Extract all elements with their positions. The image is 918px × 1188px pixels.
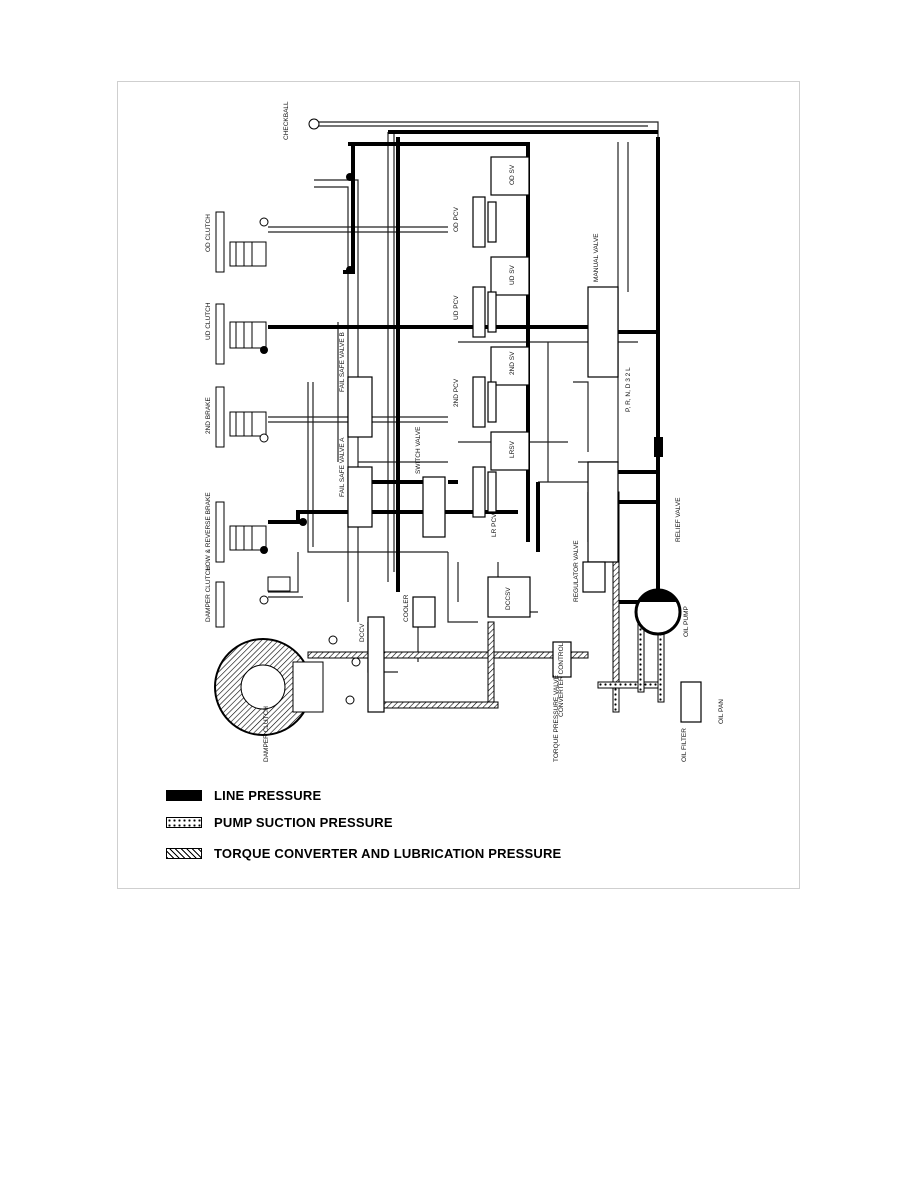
hydraulic-circuit-diagram: CHECKBALL OD CLUTCH UD CLUTCH 2ND BRAKE …: [205, 101, 725, 762]
label-oil-pump: OIL PUMP: [683, 606, 690, 637]
solid-swatch-icon: [166, 789, 202, 801]
lower-valves: [367, 596, 702, 723]
hatched-swatch-icon: [166, 847, 202, 859]
label-manual-valve: MANUAL VALVE: [593, 233, 600, 282]
label-fail-safe-valve-b: FAIL SAFE VALVE B: [339, 332, 346, 392]
label-od-clutch: OD CLUTCH: [205, 214, 212, 252]
legend-torque-converter: TORQUE CONVERTER AND LUBRICATION PRESSUR…: [166, 845, 562, 861]
gauge-1: [328, 635, 338, 645]
dotted-swatch-icon: [166, 816, 202, 828]
label-oil-filter: OIL FILTER: [681, 728, 688, 762]
label-lr-pcv: LR PCV: [491, 513, 498, 537]
label-second-pcv: 2ND PCV: [453, 378, 460, 407]
label-od-sv: OD SV: [509, 164, 516, 185]
od-clutch: [215, 211, 269, 273]
low-reverse-brake: [215, 501, 268, 563]
label-oil-pan: OIL PAN: [718, 699, 725, 724]
valve-bodies: [347, 196, 619, 593]
label-second-sv: 2ND SV: [509, 351, 516, 375]
label-torque-pressure-valve: TORQUE PRESSURE VALVE: [553, 674, 560, 762]
label-dccv: DCCV: [359, 623, 366, 642]
label-lr-sv: LRSV: [509, 440, 516, 458]
torque-converter: [214, 638, 324, 736]
label-gear-range: P, R, N, D 3 2 L: [625, 367, 632, 412]
legend-label: LINE PRESSURE: [214, 787, 322, 803]
label-second-brake: 2ND BRAKE: [205, 396, 212, 434]
label-relief-valve: RELIEF VALVE: [675, 497, 682, 542]
label-ud-clutch: UD CLUTCH: [205, 302, 212, 340]
legend-pump-suction: PUMP SUCTION PRESSURE: [166, 814, 393, 830]
label-damper-clutch-top: DAMPER CLUTCH: [205, 566, 212, 622]
diagram-frame: [117, 81, 800, 889]
gauge-2: [351, 657, 361, 667]
label-cooler: COOLER: [403, 594, 410, 622]
solenoid-valves: [487, 156, 531, 618]
label-dccsv: DCCSV: [505, 587, 512, 610]
damper-clutch-actuator: [215, 576, 291, 628]
label-fail-safe-valve-a: FAIL SAFE VALVE A: [339, 437, 346, 497]
line-pressure-fitting: [654, 437, 663, 457]
ud-clutch: [215, 303, 268, 365]
label-converter-control: CONVERTER CONTROL: [558, 642, 565, 717]
label-ud-pcv: UD PCV: [453, 295, 460, 320]
label-ud-sv: UD SV: [509, 264, 516, 285]
label-low-reverse-brake: LOW & REVERSE BRAKE: [205, 492, 212, 570]
label-checkball: CHECKBALL: [283, 101, 290, 140]
label-damper-clutch-bottom: DAMPER CLUTCH: [263, 706, 270, 762]
gauge-3: [345, 695, 355, 705]
legend-label: TORQUE CONVERTER AND LUBRICATION PRESSUR…: [214, 845, 562, 861]
component-labels: CHECKBALL OD CLUTCH UD CLUTCH 2ND BRAKE …: [205, 101, 725, 762]
checkball: [299, 118, 354, 526]
label-switch-valve: SWITCH VALVE: [415, 426, 422, 474]
label-od-pcv: OD PCV: [453, 206, 460, 232]
legend-label: PUMP SUCTION PRESSURE: [214, 814, 393, 830]
second-brake: [215, 386, 269, 448]
oil-pump: [634, 588, 682, 636]
legend-line-pressure: LINE PRESSURE: [166, 787, 322, 803]
label-regulator-valve: REGULATOR VALVE: [573, 540, 580, 602]
